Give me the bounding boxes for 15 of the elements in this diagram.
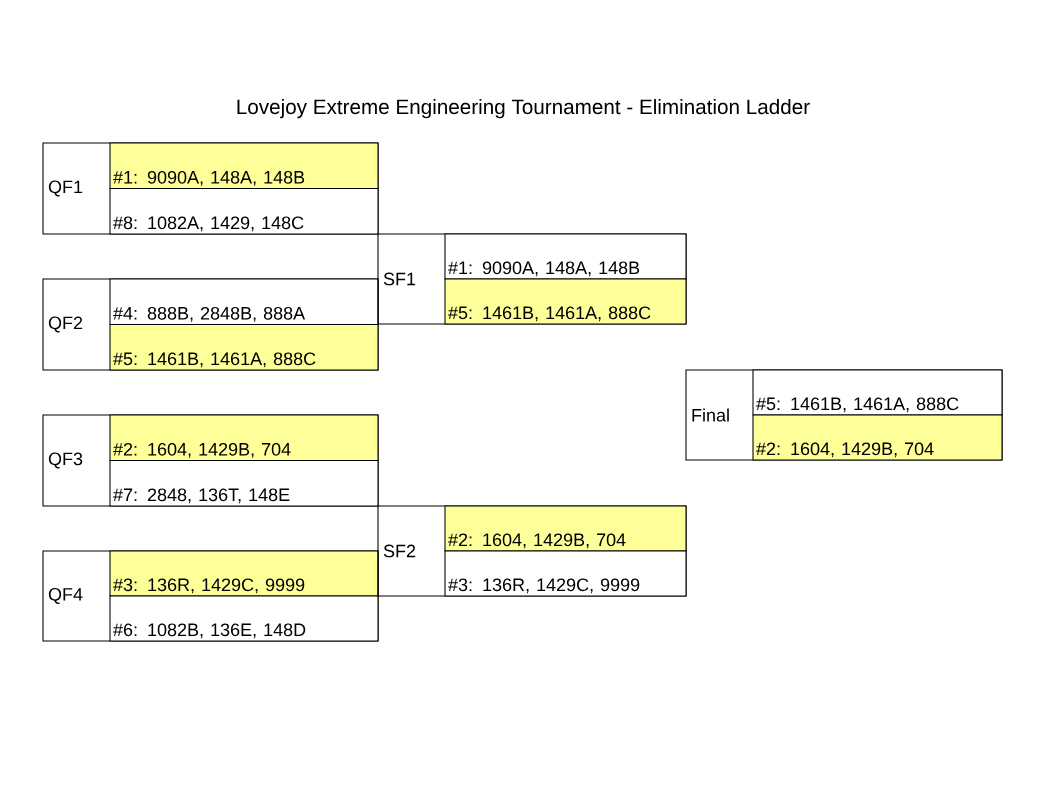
team-cell: #2: 1604, 1429B, 704 (109, 414, 379, 462)
team-cell: #3: 136R, 1429C, 9999 (444, 550, 687, 597)
team-cell: #3: 136R, 1429C, 9999 (109, 550, 379, 597)
team-cell: #4: 888B, 2848B, 888A (109, 278, 379, 326)
team-cell: #1: 9090A, 148A, 148B (444, 233, 687, 280)
team-cell: #6: 1082B, 136E, 148D (109, 595, 379, 642)
team-cell: #5: 1461B, 1461A, 888C (109, 323, 379, 371)
team-cell: #8: 1082A, 1429, 148C (109, 187, 379, 235)
team-cell: #5: 1461B, 1461A, 888C (444, 278, 687, 325)
team-cell: #2: 1604, 1429B, 704 (752, 414, 1003, 461)
title: Lovejoy Extreme Engineering Tournament - Elimination Ladder (237, 99, 810, 119)
team-cell: #2: 1604, 1429B, 704 (444, 505, 687, 552)
team-cell: #5: 1461B, 1461A, 888C (752, 369, 1003, 416)
team-cell: #7: 2848, 136T, 148E (109, 459, 379, 507)
team-cell: #1: 9090A, 148A, 148B (109, 142, 379, 190)
